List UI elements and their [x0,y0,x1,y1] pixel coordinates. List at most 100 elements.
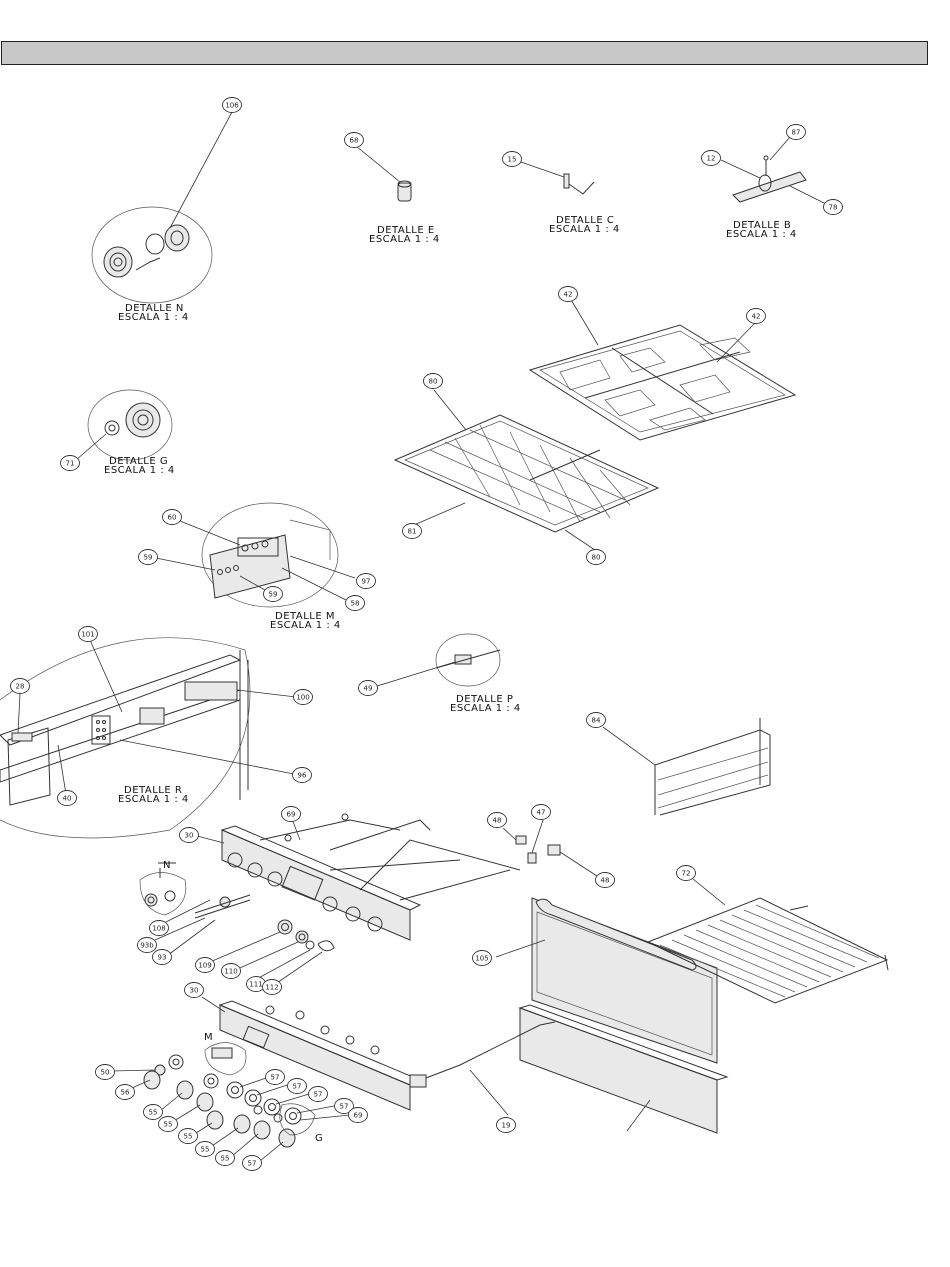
callout-number: 57 [314,1091,323,1099]
callout-bubble [263,586,283,602]
burner-grate-drawing [528,324,797,441]
oven-rack-side-drawing [654,718,771,816]
callout-bubble [292,767,312,783]
callout-69: 69 [348,1107,368,1123]
callout-bubble [586,712,606,728]
callout-110: 110 [221,963,241,979]
detail-scale: ESCALA 1 : 4 [104,465,175,476]
callout-number: 15 [508,156,517,164]
callout-number: 19 [502,1122,511,1130]
callout-number: 97 [362,578,371,586]
callout-55: 55 [143,1104,163,1120]
marker-m-label: M [204,1032,213,1043]
callout-bubble [595,872,615,888]
callout-bubble [262,979,282,995]
callout-bubble [345,595,365,611]
callout-number: 106 [225,102,239,110]
callout-number: 48 [601,877,610,885]
small-fittings-drawing [515,835,561,864]
callout-number: 28 [16,683,25,691]
callout-bubble [308,1086,328,1102]
callout-bubble [143,1104,163,1120]
callout-number: 84 [592,717,601,725]
callout-bubble [10,678,30,694]
callout-number: 49 [364,685,373,693]
callout-number: 80 [429,378,438,386]
callout-58: 58 [345,595,365,611]
callout-number: 55 [164,1121,173,1129]
callout-bubble [222,97,242,113]
callout-number: 101 [81,631,94,639]
callout-number: 93 [158,954,167,962]
callout-48: 48 [595,872,615,888]
callout-number: 55 [149,1109,158,1117]
callout-number: 30 [190,987,199,995]
detail-p-drawing [435,633,501,687]
detail-title: DETALLE E [377,225,435,236]
detail-scale: ESCALA 1 : 4 [450,703,521,714]
callout-12: 12 [701,150,721,166]
callout-48: 48 [487,812,507,828]
detail-r-drawing [0,637,251,839]
callout-101: 101 [78,626,98,642]
callout-number: 56 [121,1089,130,1097]
callout-number: 55 [201,1146,210,1154]
callout-30: 30 [184,982,204,998]
callout-number: 47 [537,809,546,817]
detail-n-drawing [91,206,213,304]
callout-bubble [152,949,172,965]
detail-g-drawing [87,389,173,461]
detail-scale: ESCALA 1 : 4 [726,229,797,240]
callout-bubble [496,1117,516,1133]
callout-28: 28 [10,678,30,694]
side-grates-drawing [393,414,660,533]
callout-bubble [95,1064,115,1080]
callout-42: 42 [558,286,578,302]
callout-57: 57 [287,1078,307,1094]
callout-number: 112 [265,984,278,992]
callout-50: 50 [95,1064,115,1080]
callout-bubble [586,549,606,565]
callout-bubble [487,812,507,828]
callout-number: 40 [63,795,72,803]
callout-68: 68 [344,132,364,148]
callout-57: 57 [242,1155,262,1171]
callout-bubble [348,1107,368,1123]
callout-42: 42 [746,308,766,324]
callout-number: 57 [248,1160,257,1168]
callout-bubble [472,950,492,966]
callout-105: 105 [472,950,492,966]
header-bar [1,41,928,65]
callout-number: 96 [298,772,307,780]
oven-door-drawing [531,897,718,1064]
callout-49: 49 [358,680,378,696]
callout-number: 100 [296,694,309,702]
callout-bubble [60,455,80,471]
callout-number: 108 [152,925,165,933]
callout-bubble [149,920,169,936]
callouts-layer: 1066815871278424280818071605959975810128… [10,97,843,1171]
callout-112: 112 [262,979,282,995]
callout-bubble [137,937,157,953]
callout-number: 12 [707,155,716,163]
drawer-drawing [518,1004,729,1134]
callout-55: 55 [195,1141,215,1157]
callout-19: 19 [496,1117,516,1133]
callout-number: 60 [168,514,177,522]
callout-number: 50 [101,1069,110,1077]
detail-scale: ESCALA 1 : 4 [270,620,341,631]
callout-bubble [138,549,158,565]
detail-m-drawing [201,502,339,608]
callout-bubble [78,626,98,642]
callout-96: 96 [292,767,312,783]
callout-number: 42 [752,313,761,321]
callout-number: 69 [287,811,296,819]
callout-number: 57 [340,1103,349,1111]
callout-number: 105 [475,955,488,963]
marker-g-label: G [315,1133,323,1144]
callout-57: 57 [265,1069,285,1085]
callout-93: 93 [152,949,172,965]
callout-55: 55 [158,1116,178,1132]
callout-bubble [195,957,215,973]
callout-bubble [221,963,241,979]
